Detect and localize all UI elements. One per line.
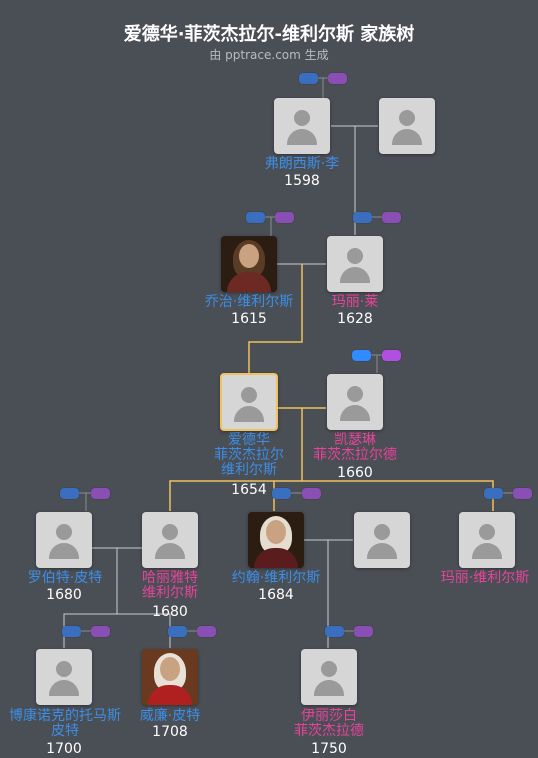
expand-parents-button[interactable] xyxy=(353,212,372,223)
portrait-photo xyxy=(160,657,180,681)
expand-parents-button[interactable] xyxy=(60,488,79,499)
person-card-robert[interactable] xyxy=(36,512,92,568)
person-year: 1615 xyxy=(231,311,267,327)
expand-spouse-button[interactable] xyxy=(354,626,373,637)
expand-spouse-button[interactable] xyxy=(91,626,110,637)
avatar-placeholder-icon xyxy=(241,387,257,403)
person-name: 凯瑟琳 菲茨杰拉尔德 xyxy=(313,432,397,463)
person-card-mary-lee[interactable] xyxy=(327,236,383,292)
person-name: 威廉·皮特 xyxy=(139,708,201,724)
page-title: 爱德华·菲茨杰拉尔-维利尔斯 家族树 xyxy=(123,24,415,45)
person-card-francis[interactable] xyxy=(274,98,330,154)
person-card-george[interactable] xyxy=(221,236,277,292)
expand-spouse-button[interactable] xyxy=(91,488,110,499)
expand-spouse-button[interactable] xyxy=(197,626,216,637)
page-subtitle: 由 pptrace.com 生成 xyxy=(209,48,329,62)
expand-spouse-button[interactable] xyxy=(382,212,401,223)
avatar-placeholder-icon xyxy=(162,524,178,540)
expand-spouse-button[interactable] xyxy=(382,350,401,361)
avatar-placeholder-icon xyxy=(479,524,495,540)
person-name: 乔治·维利尔斯 xyxy=(204,294,294,310)
portrait-photo xyxy=(239,244,259,268)
person-name: 玛丽·维利尔斯 xyxy=(440,570,530,586)
expand-parents-button[interactable] xyxy=(62,626,81,637)
expand-parents-button[interactable] xyxy=(299,73,318,84)
expand-parents-button[interactable] xyxy=(272,488,291,499)
expand-parents-button[interactable] xyxy=(168,626,187,637)
person-year: 1654 xyxy=(231,482,267,498)
person-year: 1680 xyxy=(152,604,188,620)
avatar-placeholder-icon xyxy=(56,661,72,677)
person-year: 1684 xyxy=(258,587,294,603)
person-year: 1628 xyxy=(337,311,373,327)
person-card-katherine[interactable] xyxy=(327,374,383,430)
expand-spouse-button[interactable] xyxy=(302,488,321,499)
avatar-placeholder-icon xyxy=(294,110,310,126)
person-year: 1598 xyxy=(284,173,320,189)
person-name: 罗伯特·皮特 xyxy=(27,570,103,586)
person-card-edward-selected[interactable] xyxy=(220,373,278,431)
avatar-placeholder-icon xyxy=(321,661,337,677)
person-name: 伊丽莎白 菲茨杰拉德 xyxy=(294,708,364,739)
person-name: 约翰·维利尔斯 xyxy=(231,570,321,586)
person-year: 1708 xyxy=(152,724,188,740)
person-card-elizabeth[interactable] xyxy=(301,649,357,705)
expand-spouse-button[interactable] xyxy=(275,212,294,223)
person-card-john-spouse[interactable] xyxy=(354,512,410,568)
avatar-placeholder-icon xyxy=(347,386,363,402)
person-year: 1750 xyxy=(311,741,347,757)
person-card-thomas[interactable] xyxy=(36,649,92,705)
expand-parents-button[interactable] xyxy=(484,488,503,499)
person-year: 1660 xyxy=(337,465,373,481)
expand-parents-button[interactable] xyxy=(246,212,265,223)
person-name: 博康诺克的托马斯 皮特 xyxy=(9,708,121,739)
avatar-placeholder-icon xyxy=(399,110,415,126)
person-card-william[interactable] xyxy=(142,649,198,705)
person-card-francis-spouse[interactable] xyxy=(379,98,435,154)
person-name: 哈丽雅特 维利尔斯 xyxy=(142,570,198,601)
person-name: 爱德华 菲茨杰拉尔 维利尔斯 xyxy=(214,432,284,478)
expand-parents-button[interactable] xyxy=(352,350,371,361)
avatar-placeholder-icon xyxy=(347,248,363,264)
person-card-mary-villiers[interactable] xyxy=(459,512,515,568)
portrait-photo xyxy=(266,520,286,544)
person-name: 玛丽·莱 xyxy=(331,294,379,310)
expand-spouse-button[interactable] xyxy=(328,73,347,84)
person-card-harriet[interactable] xyxy=(142,512,198,568)
person-year: 1680 xyxy=(46,587,82,603)
expand-spouse-button[interactable] xyxy=(513,488,532,499)
avatar-placeholder-icon xyxy=(56,524,72,540)
person-name: 弗朗西斯·李 xyxy=(264,156,340,172)
person-year: 1700 xyxy=(46,741,82,757)
expand-parents-button[interactable] xyxy=(325,626,344,637)
person-card-john[interactable] xyxy=(248,512,304,568)
avatar-placeholder-icon xyxy=(374,524,390,540)
